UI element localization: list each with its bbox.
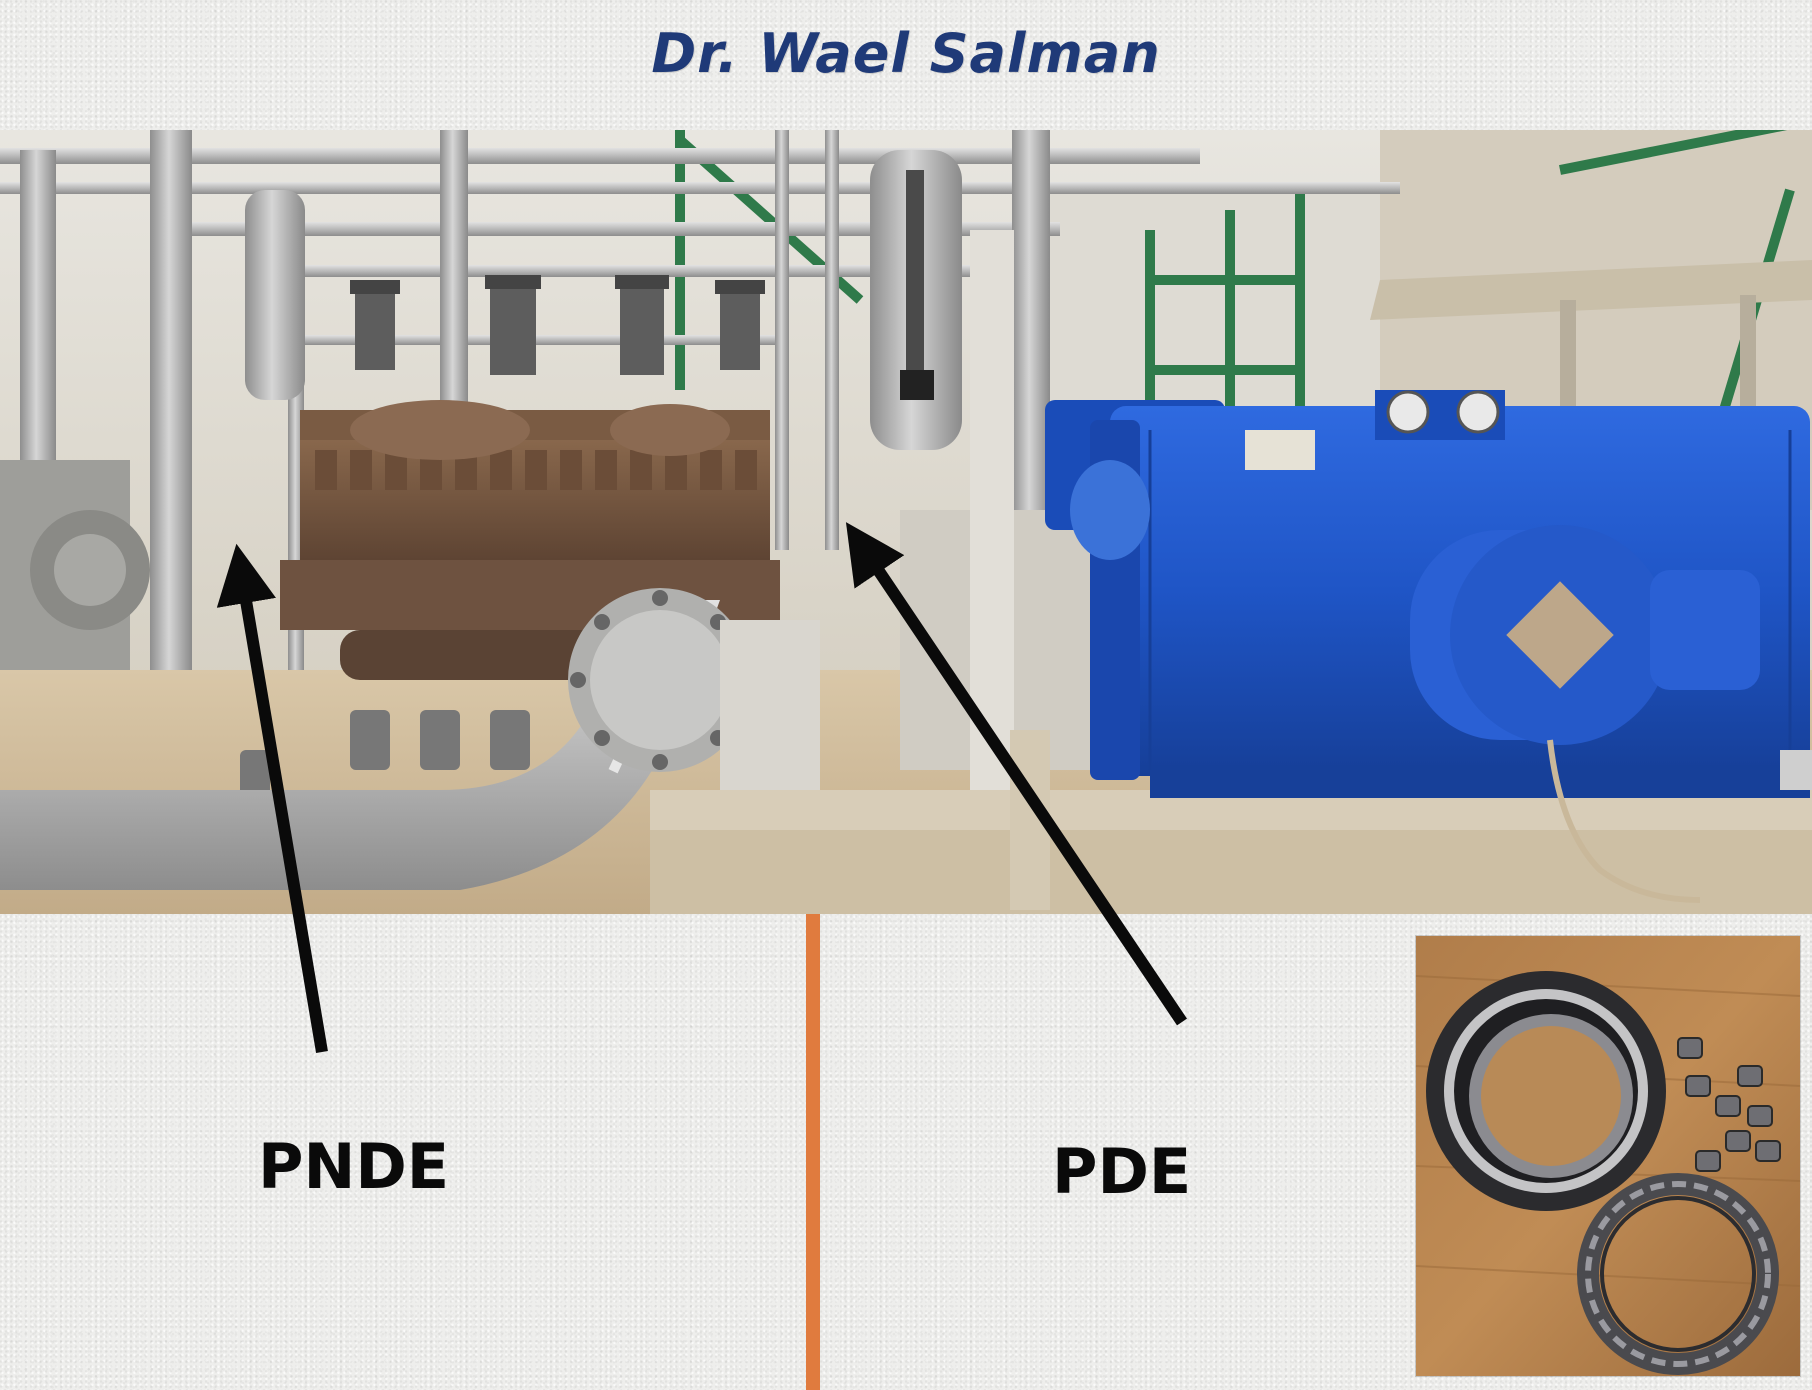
label-pde: PDE — [1052, 1135, 1192, 1208]
plant-photo — [0, 130, 1812, 914]
section-divider — [806, 914, 820, 1390]
label-pnde: PNDE — [258, 1130, 450, 1203]
bearing-photo — [1416, 936, 1800, 1376]
author-title: Dr. Wael Salman — [651, 22, 1161, 85]
